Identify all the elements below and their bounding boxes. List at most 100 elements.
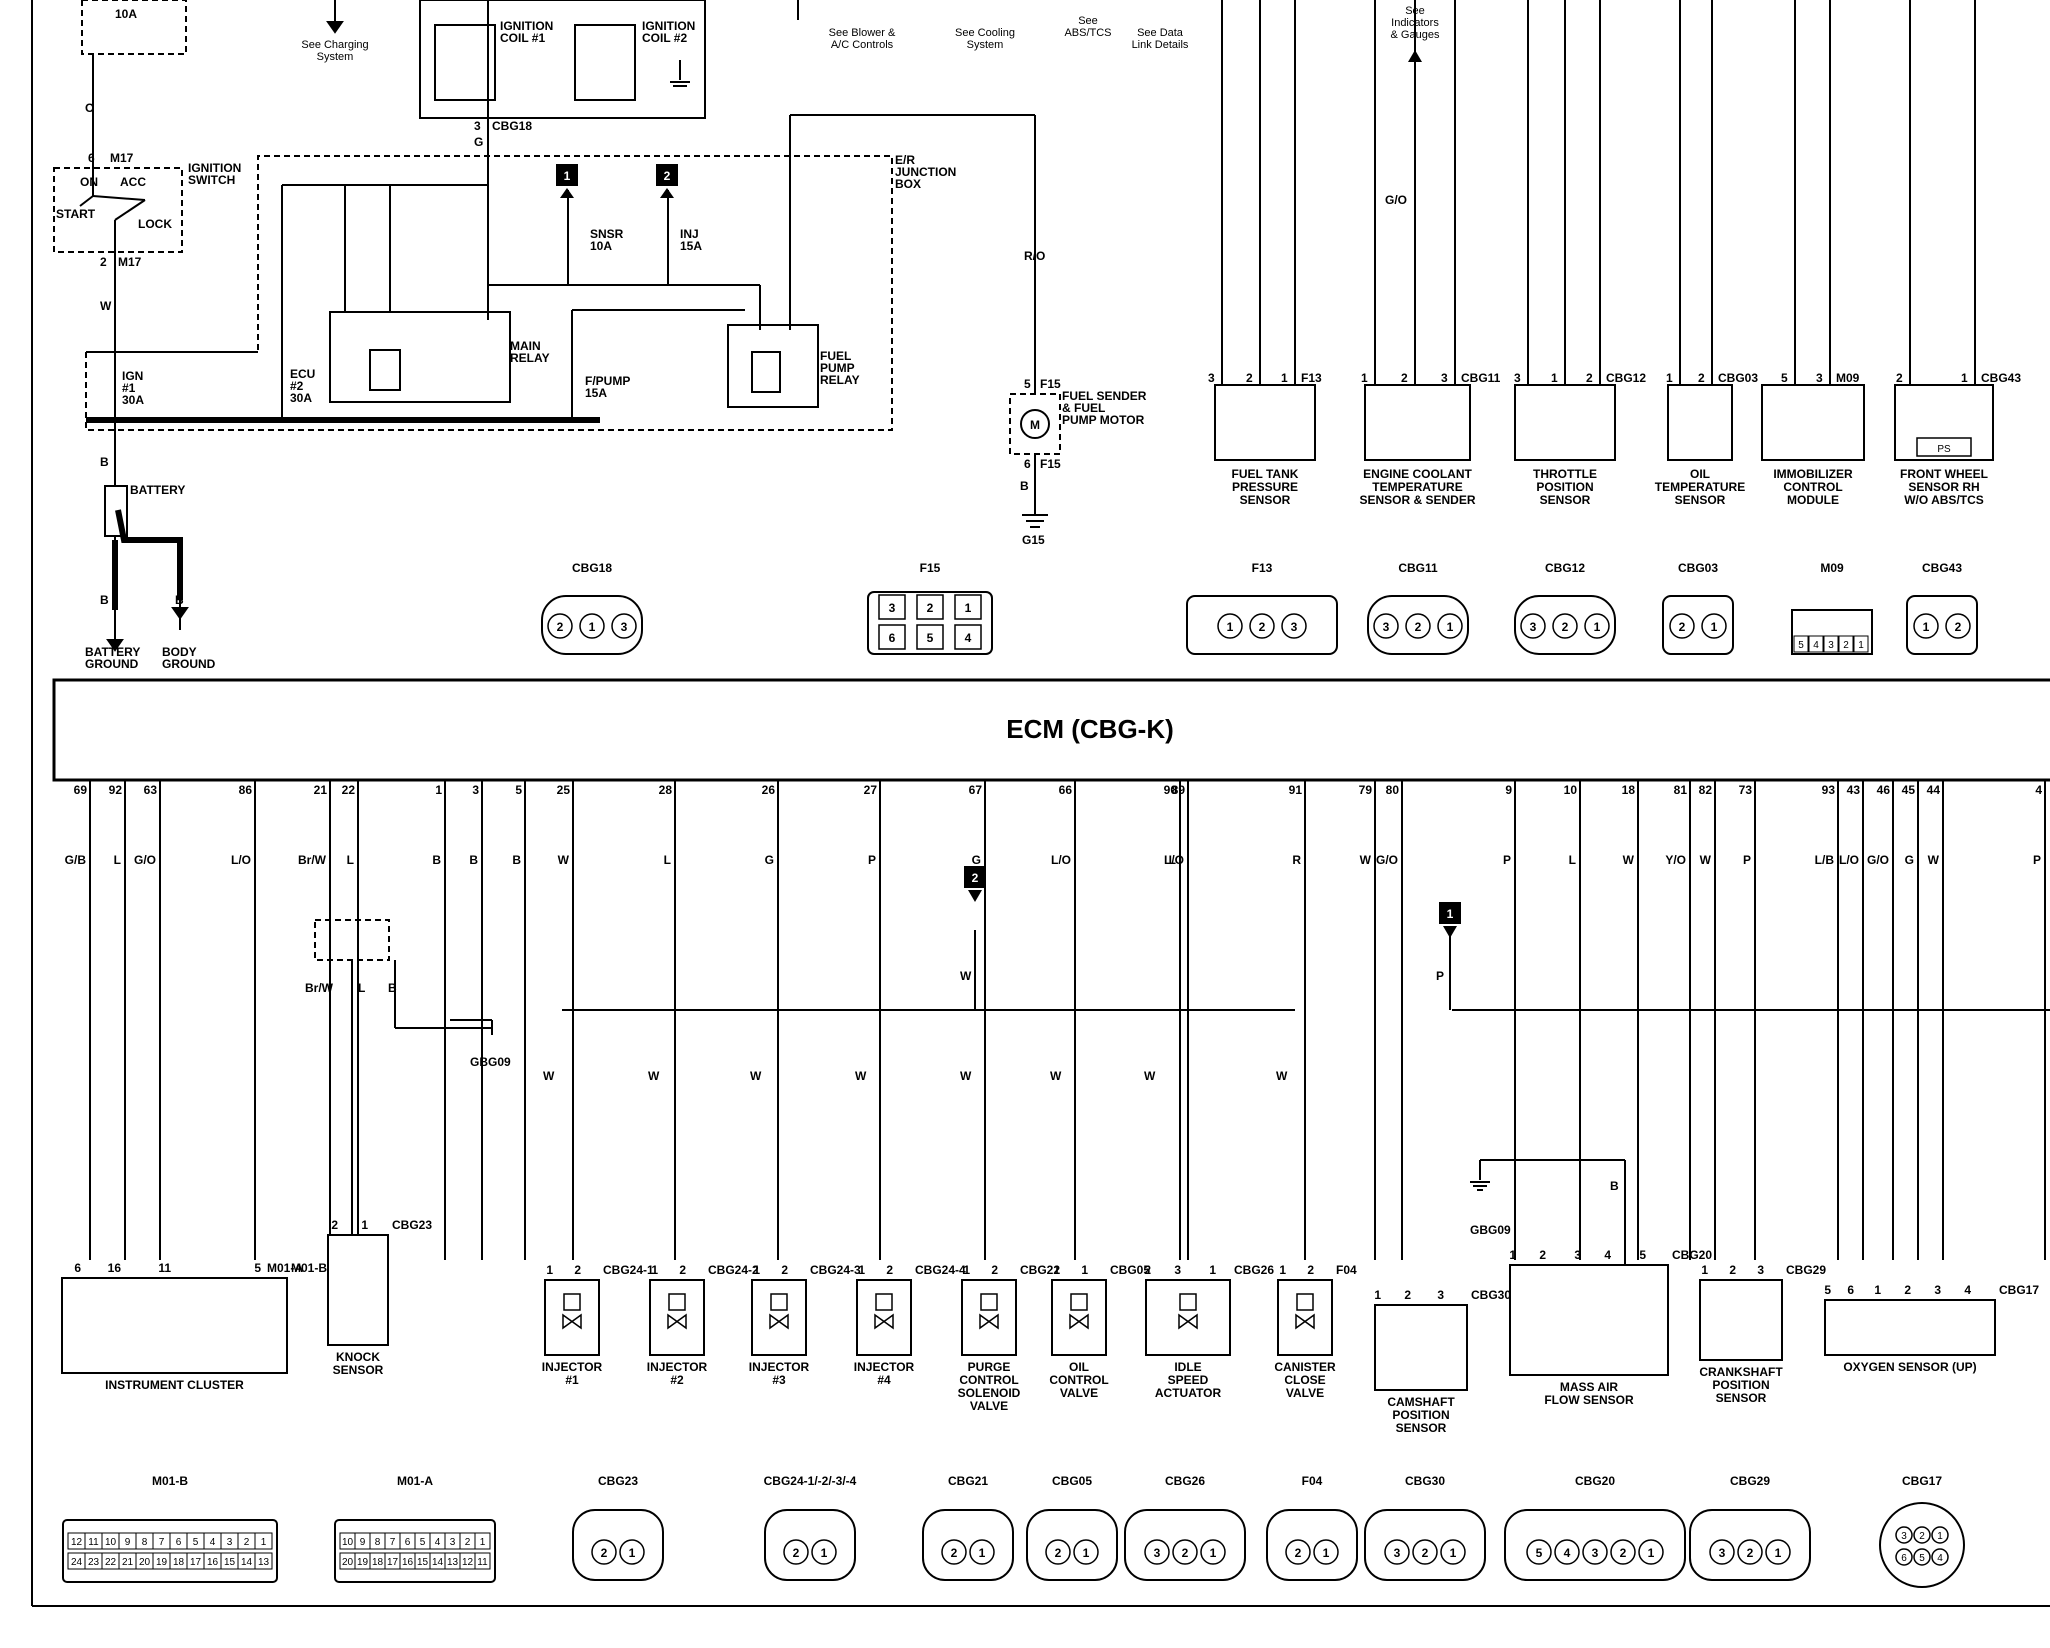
switch-start: START (56, 207, 96, 221)
ecm-pin-number: 90 (1164, 783, 1178, 797)
ref-see-blower: A/C Controls (831, 39, 894, 51)
component-body (1051, 1279, 1107, 1356)
coil-symbol (1070, 1293, 1088, 1311)
marker-arrow (660, 188, 674, 198)
component-wire-color: W (1050, 1069, 1062, 1083)
ecm-pin-86: 86L/O (231, 780, 256, 1260)
ecm-pin-wire-color: P (1743, 853, 1751, 867)
sensor-body (1667, 384, 1733, 461)
connector-pin: 12 (71, 1537, 83, 1548)
component-pin: 2 (331, 1218, 338, 1232)
component-pin: 1 (546, 1263, 553, 1277)
component-pin: 2 (886, 1263, 893, 1277)
ecm-pin-wire-color: B (469, 853, 478, 867)
connector-pin: 2 (927, 601, 934, 615)
component-wire-color: W (960, 1069, 972, 1083)
coil-symbol (770, 1293, 788, 1311)
ecm-pin-wire-color: Br/W (298, 853, 327, 867)
ecm-pin-63: 63G/O (134, 780, 161, 1260)
ecm-module: ECM (CBG-K) (52, 678, 2050, 782)
component-body (1699, 1279, 1783, 1361)
connector-pin-circle (1737, 1539, 1763, 1565)
sensor-pin: 1 (1961, 371, 1968, 385)
ecu-fuse-label: ECU (290, 367, 315, 381)
component-body (1374, 1304, 1468, 1391)
connector-pin: 6 (889, 631, 896, 645)
bottom-connector-label: CBG17 (1902, 1474, 1942, 1488)
connector-pin-circle (1144, 1539, 1170, 1565)
connector-pin: 15 (417, 1557, 429, 1568)
ref-see-blower: See Blower & (829, 27, 896, 39)
component-connector-ref: CBG24-3 (810, 1263, 861, 1277)
component-pin: 1 (1701, 1263, 1708, 1277)
m17-top: M17 (110, 151, 134, 165)
connector-pin: 4 (210, 1537, 216, 1548)
component-label: POSITION (1392, 1408, 1449, 1422)
component-pin: 2 (1729, 1263, 1736, 1277)
m17-top-pin: 6 (88, 151, 95, 165)
connector-pin: 6 (176, 1537, 182, 1548)
connector-pin: 1 (480, 1537, 486, 1548)
cbg18-ref: CBG18 (492, 119, 532, 133)
sensor-pin: 3 (1441, 371, 1448, 385)
component-label: SENSOR (1396, 1421, 1447, 1435)
connector-pin-circle (1895, 1526, 1913, 1544)
connector-pin: 1 (1323, 1546, 1330, 1560)
bottom-connector-label: F04 (1302, 1474, 1323, 1488)
valve-symbol (769, 1313, 789, 1330)
ecm-pin-44: 44W (1927, 780, 1944, 1260)
component-pin: 1 (1081, 1263, 1088, 1277)
ecm-pin-wire-color: G (1905, 853, 1914, 867)
connector-shell (572, 1509, 664, 1581)
marker-wire-p: P (1436, 969, 1444, 983)
component-label: INJECTOR (542, 1360, 603, 1374)
component-label: ACTUATOR (1155, 1386, 1222, 1400)
bottom-connector-label: CBG30 (1405, 1474, 1445, 1488)
connector-pin: 4 (1937, 1553, 1943, 1564)
ecm-pin-46: 46G/O (1867, 780, 1894, 1260)
sensor-label: TEMPERATURE (1655, 480, 1745, 494)
connector-pin: 3 (621, 620, 628, 634)
component-pin: 3 (1174, 1263, 1181, 1277)
component-label: INJECTOR (854, 1360, 915, 1374)
component-body (1277, 1279, 1333, 1356)
knock-wire-brw: Br/W (305, 981, 334, 995)
connector-pin: 5 (420, 1537, 426, 1548)
ecm-pin-number: 93 (1822, 783, 1836, 797)
wire-b3: B (175, 593, 184, 607)
connector-pin: 13 (447, 1557, 459, 1568)
connector-pin-cell (1823, 635, 1839, 653)
ecm-pin-18: 18W (1622, 780, 1639, 1260)
connector-pin: 9 (125, 1537, 131, 1548)
connector-pin-circle (1709, 1539, 1735, 1565)
coil-symbol (668, 1293, 686, 1311)
ecm-pin-number: 73 (1739, 783, 1753, 797)
connector-pin-cell (474, 1532, 491, 1550)
component-label: VALVE (1060, 1386, 1098, 1400)
sensor-body (1514, 384, 1616, 461)
component-label: CRANKSHAFT (1699, 1365, 1783, 1379)
ref-see-abs: See (1078, 15, 1098, 27)
connector-pin: 4 (965, 631, 972, 645)
ignition-coil-1-label: COIL #1 (500, 31, 545, 45)
connector-pin: 21 (122, 1557, 134, 1568)
connector-pin: 22 (105, 1557, 117, 1568)
ref-see-data-link: See Data (1137, 27, 1184, 39)
connector-pin: 8 (142, 1537, 148, 1548)
connector-pin: 2 (601, 1546, 608, 1560)
valve-symbol (562, 1313, 582, 1330)
ecm-pin-number: 79 (1359, 783, 1373, 797)
component-connector-ref: CBG20 (1672, 1248, 1712, 1262)
ecm-pin-82: 82W (1699, 780, 1716, 1260)
connector-pin: 8 (375, 1537, 381, 1548)
component-pin: 2 (991, 1263, 998, 1277)
component-pin: 1 (1509, 1248, 1516, 1262)
